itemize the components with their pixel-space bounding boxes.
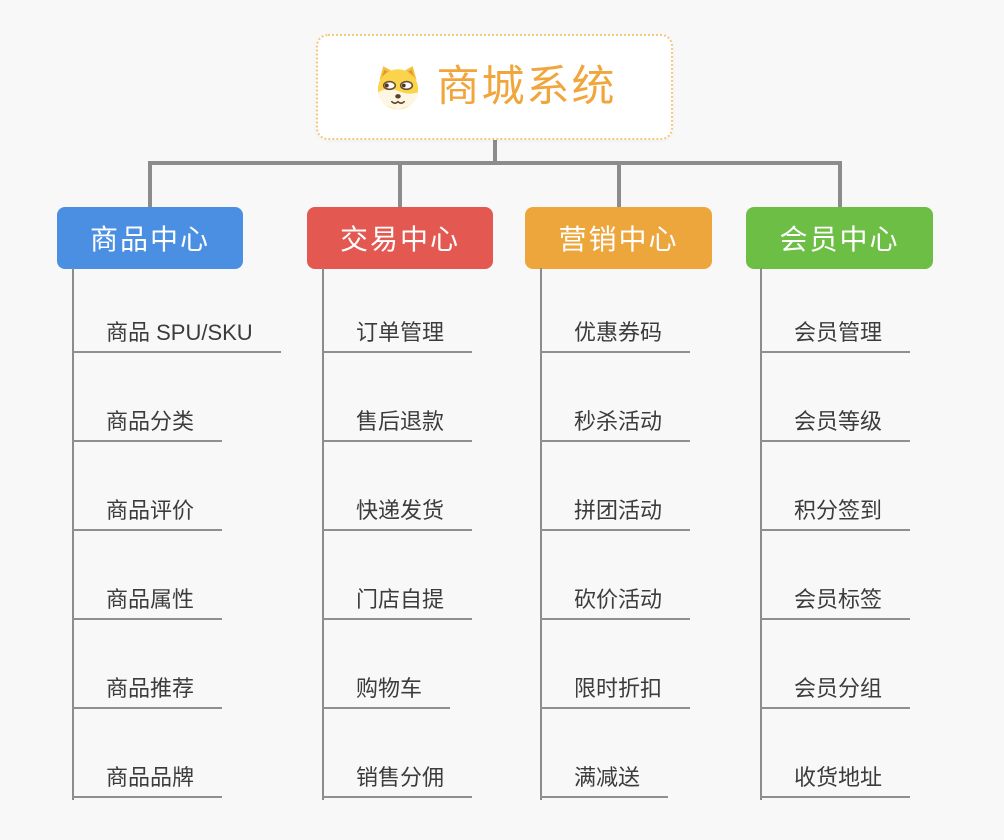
leaf-column-trade: 订单管理 售后退款 快递发货 门店自提 购物车 销售分佣 [322,264,473,798]
branch-node-trade-center[interactable]: 交易中心 [307,207,493,269]
leaf-node-product-brand[interactable]: 商品品牌 [72,709,223,798]
leaf-node-flash-sale[interactable]: 秒杀活动 [540,353,691,442]
shiba-dog-icon [377,66,418,110]
leaf-node-product-review[interactable]: 商品评价 [72,442,223,531]
leaf-column-marketing: 优惠券码 秒杀活动 拼团活动 砍价活动 限时折扣 满减送 [540,264,691,798]
connector-horizontal [148,161,842,165]
connector-spine-product [72,268,74,800]
leaf-node-sales-commission[interactable]: 销售分佣 [322,709,473,798]
connector-spine-trade [322,268,324,800]
leaf-column-member: 会员管理 会员等级 积分签到 会员标签 会员分组 收货地址 [760,264,911,798]
leaf-node-group-buy[interactable]: 拼团活动 [540,442,691,531]
leaf-node-product-recommend[interactable]: 商品推荐 [72,620,223,709]
leaf-node-coupon-code[interactable]: 优惠券码 [540,264,691,353]
leaf-node-express-delivery[interactable]: 快递发货 [322,442,473,531]
connector-root-stub [493,140,497,163]
branch-node-product-center[interactable]: 商品中心 [57,207,243,269]
leaf-node-member-groups[interactable]: 会员分组 [760,620,911,709]
leaf-node-aftersale-refund[interactable]: 售后退款 [322,353,473,442]
leaf-node-points-checkin[interactable]: 积分签到 [760,442,911,531]
leaf-column-product: 商品 SPU/SKU 商品分类 商品评价 商品属性 商品推荐 商品品牌 [72,264,281,798]
connector-drop-member [838,161,842,208]
leaf-node-product-spu-sku[interactable]: 商品 SPU/SKU [72,264,281,353]
branch-node-member-center[interactable]: 会员中心 [746,207,933,269]
leaf-node-shopping-cart[interactable]: 购物车 [322,620,451,709]
leaf-node-order-management[interactable]: 订单管理 [322,264,473,353]
connector-drop-product [148,161,152,208]
root-node-mall-system[interactable]: 商城系统 [316,34,673,140]
leaf-node-member-tags[interactable]: 会员标签 [760,531,911,620]
leaf-node-product-attribute[interactable]: 商品属性 [72,531,223,620]
connector-drop-marketing [617,161,621,208]
leaf-node-member-level[interactable]: 会员等级 [760,353,911,442]
leaf-node-full-reduction[interactable]: 满减送 [540,709,669,798]
leaf-node-limited-time-discount[interactable]: 限时折扣 [540,620,691,709]
leaf-node-product-category[interactable]: 商品分类 [72,353,223,442]
connector-spine-member [760,268,762,800]
leaf-node-member-management[interactable]: 会员管理 [760,264,911,353]
root-title: 商城系统 [436,62,617,111]
leaf-node-bargain-activity[interactable]: 砍价活动 [540,531,691,620]
branch-node-marketing-center[interactable]: 营销中心 [525,207,712,269]
leaf-node-store-pickup[interactable]: 门店自提 [322,531,473,620]
connector-spine-marketing [540,268,542,800]
connector-drop-trade [398,161,402,208]
leaf-node-shipping-address[interactable]: 收货地址 [760,709,911,798]
